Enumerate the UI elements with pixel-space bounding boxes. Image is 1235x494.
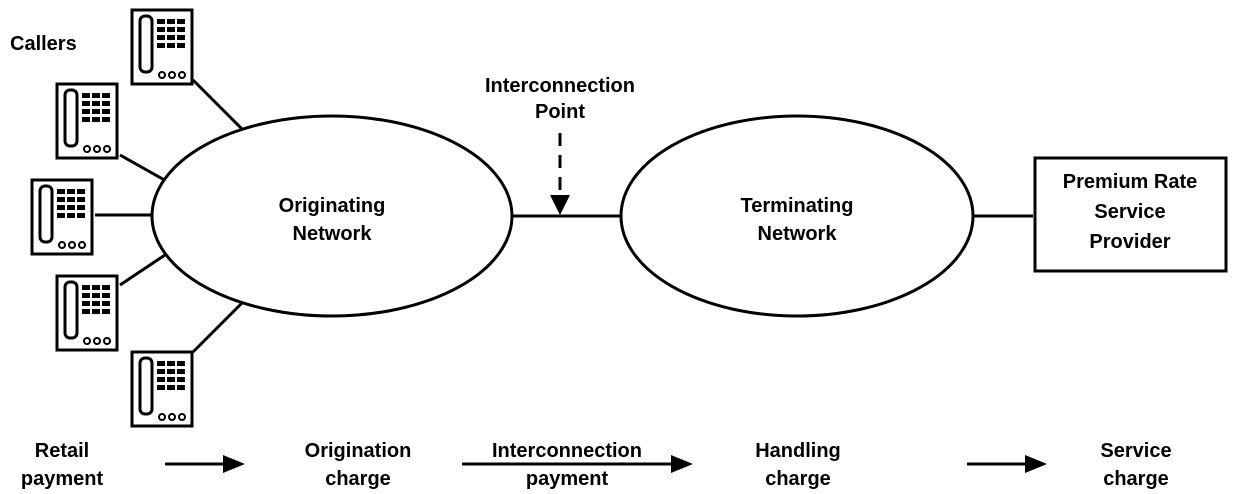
callers-label: Callers bbox=[10, 33, 77, 55]
telephone-icon bbox=[30, 178, 94, 256]
originating-network-label: Network bbox=[293, 223, 373, 245]
terminating-network-ellipse bbox=[619, 114, 975, 318]
payment-step-label: Interconnection bbox=[492, 440, 642, 462]
terminating-network-label: Network bbox=[758, 223, 838, 245]
caller-link-2 bbox=[119, 153, 169, 184]
payment-step-label: Retail bbox=[35, 440, 89, 462]
originating-network-label: Originating bbox=[279, 195, 386, 217]
telephone-icon bbox=[55, 274, 119, 352]
telephone-icon bbox=[130, 350, 194, 428]
caller-link-4 bbox=[119, 251, 169, 287]
terminating-network-label: Terminating bbox=[741, 195, 854, 217]
flow-arrowhead-3 bbox=[1025, 455, 1047, 473]
flow-arrowhead-1 bbox=[223, 455, 245, 473]
payment-step-label: payment bbox=[21, 468, 104, 490]
interconnection-point-label: Point bbox=[535, 101, 585, 123]
payment-step-label: Service bbox=[1100, 440, 1171, 462]
provider-label: Service bbox=[1094, 201, 1165, 223]
payment-step-label: charge bbox=[1103, 468, 1169, 490]
flow-arrowhead-2 bbox=[671, 455, 693, 473]
provider-label: Premium Rate bbox=[1063, 171, 1198, 193]
interconnection-arrowhead bbox=[550, 195, 570, 215]
provider-box bbox=[1033, 156, 1228, 273]
interconnection-point-label: Interconnection bbox=[485, 75, 635, 97]
payment-step-label: Handling bbox=[755, 440, 841, 462]
provider-label: Provider bbox=[1089, 231, 1170, 253]
originating-network-ellipse bbox=[150, 114, 514, 318]
payment-step-label: charge bbox=[765, 468, 831, 490]
payment-step-label: Origination bbox=[305, 440, 412, 462]
telephone-icon bbox=[130, 8, 194, 86]
payment-step-label: payment bbox=[526, 468, 609, 490]
payment-flow: Retail payment Origination charge Interc… bbox=[21, 440, 1172, 490]
payment-step-label: charge bbox=[325, 468, 391, 490]
caller-link-1 bbox=[191, 78, 245, 132]
caller-link-5 bbox=[191, 300, 245, 354]
telephone-icon bbox=[55, 82, 119, 160]
